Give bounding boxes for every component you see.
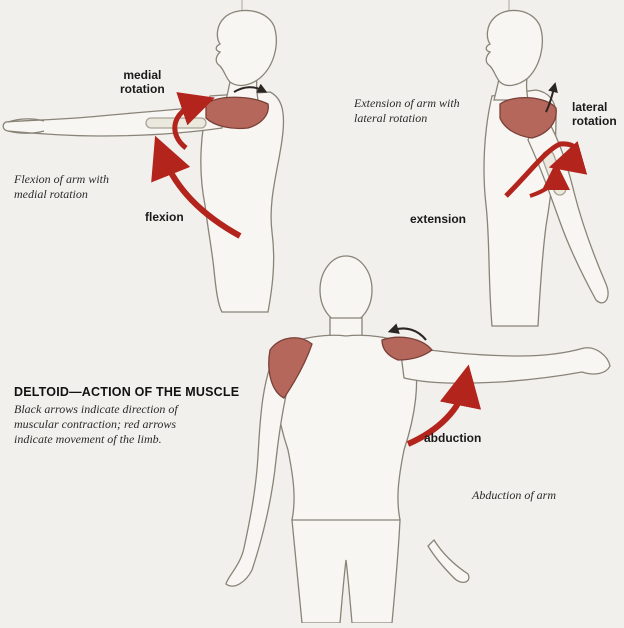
lateral-rotation-label: lateral rotation [572,100,617,128]
contraction-arrow-abduction [387,323,427,341]
flexion-arrow [151,135,242,239]
medial-rotation-arrow [172,92,215,150]
abduction-caption: Abduction of arm [472,488,556,502]
abduction-label: abduction [424,431,482,445]
abduction-arrow [406,364,482,447]
figure-extension [483,0,609,327]
contraction-arrow-flexion [233,83,268,93]
contraction-arrow-extension [545,82,558,113]
flexion-label: flexion [145,210,184,224]
flexion-caption: Flexion of arm with medial rotation [14,172,109,201]
extension-label: extension [410,212,467,226]
extension-caption: Extension of arm with lateral rotation [354,96,460,125]
legend-title: DELTOID—ACTION OF THE MUSCLE [14,385,240,399]
medial-rotation-label: medial rotation [120,68,165,96]
lateral-rotation-arrow [529,162,570,198]
figure-flexion [2,0,285,313]
legend-text: Black arrows indicate direction of muscu… [14,402,178,446]
extension-arrow [504,141,588,198]
